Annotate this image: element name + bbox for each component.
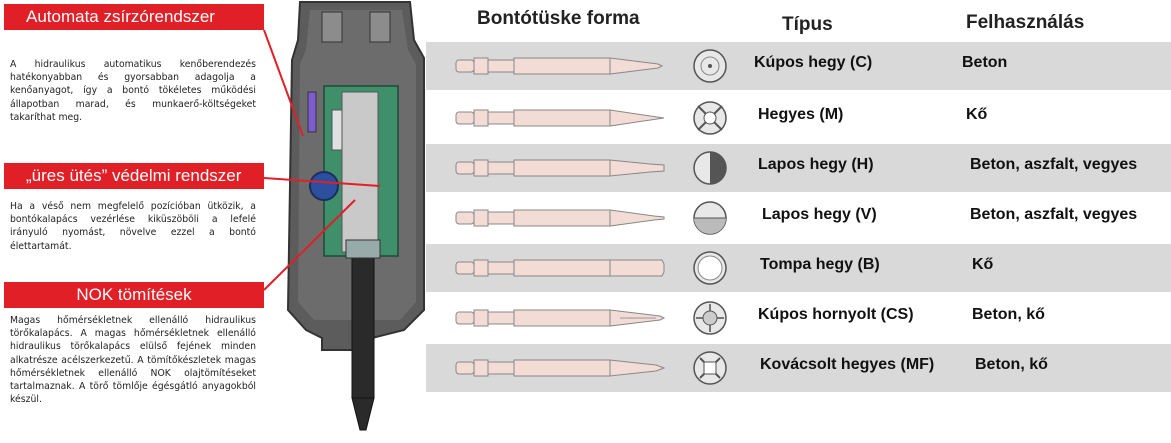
feature-desc-blank-fire: Ha a véső nem megfelelő pozícióban ütköz…	[10, 201, 256, 252]
conical-chisel-icon	[455, 57, 664, 75]
conical-section-icon	[693, 49, 727, 83]
table-row: Kúpos hegy (C) Beton	[426, 42, 1171, 90]
feature-desc-lubrication: A hidraulikus automatikus kenőberendezés…	[10, 59, 256, 123]
header-shape: Bontótüske forma	[477, 8, 640, 29]
grooved-chisel-icon	[455, 309, 666, 327]
feature-title-seals: NOK tömítések	[4, 282, 264, 308]
callout-line-lubrication	[263, 29, 304, 137]
blunt-chisel-icon	[455, 259, 665, 277]
type-label: Hegyes (M)	[758, 106, 844, 123]
moil-section-icon	[693, 101, 727, 135]
type-label: Lapos hegy (H)	[758, 156, 874, 173]
blunt-section-icon	[693, 251, 727, 285]
feature-desc-seals: Magas hőmérsékletnek ellenálló hidraulik…	[10, 315, 256, 406]
type-label: Kúpos hegy (C)	[754, 54, 873, 71]
usage-label: Beton, kő	[975, 356, 1048, 373]
breaker-illustration	[286, 1, 425, 431]
usage-label: Beton, aszfalt, vegyes	[970, 206, 1138, 223]
usage-label: Beton, aszfalt, vegyes	[970, 156, 1138, 173]
flat-v-chisel-icon	[455, 209, 665, 227]
table-header-bar	[426, 0, 1171, 40]
table-row: Kúpos hornyolt (CS) Beton, kő	[426, 294, 1171, 342]
grease-unit	[307, 91, 317, 133]
grooved-section-icon	[693, 301, 727, 335]
flat-chisel-icon	[455, 159, 665, 177]
front-bushing	[345, 239, 381, 259]
table-row: Kovácsolt hegyes (MF) Beton, kő	[426, 344, 1171, 392]
usage-label: Kő	[966, 106, 988, 123]
feature-title-blank-fire: „üres ütés” védelmi rendszer	[4, 163, 264, 189]
table-row: Tompa hegy (B) Kő	[426, 244, 1171, 292]
top-lug-left	[321, 11, 343, 43]
type-label: Kúpos hornyolt (CS)	[758, 306, 914, 323]
flat-h-section-icon	[693, 151, 727, 185]
header-type: Típus	[782, 14, 833, 35]
accumulator	[309, 171, 339, 201]
type-label: Tompa hegy (B)	[760, 256, 880, 273]
callout-line-seals	[263, 199, 356, 291]
forged-chisel-icon	[455, 359, 666, 377]
callout-line-blank-fire	[263, 177, 381, 187]
forged-section-icon	[693, 351, 727, 385]
valve	[331, 109, 343, 151]
feature-title-lubrication: Automata zsírzórendszer	[4, 4, 264, 30]
table-row: Lapos hegy (V) Beton, aszfalt, vegyes	[426, 194, 1171, 242]
usage-label: Beton, kő	[972, 306, 1045, 323]
usage-label: Beton	[962, 54, 1008, 71]
type-label: Kovácsolt hegyes (MF)	[760, 356, 935, 373]
callout-lines	[263, 29, 381, 291]
table-row: Hegyes (M) Kő	[426, 94, 1171, 142]
piston	[341, 91, 379, 253]
flat-v-section-icon	[693, 201, 727, 235]
table-row: Lapos hegy (H) Beton, aszfalt, vegyes	[426, 144, 1171, 192]
moil-chisel-icon	[455, 109, 665, 127]
chisel-tip	[351, 397, 375, 431]
top-lug-right	[369, 11, 391, 43]
type-label: Lapos hegy (V)	[762, 206, 877, 223]
header-usage: Felhasználás	[966, 12, 1085, 33]
usage-label: Kő	[972, 256, 994, 273]
